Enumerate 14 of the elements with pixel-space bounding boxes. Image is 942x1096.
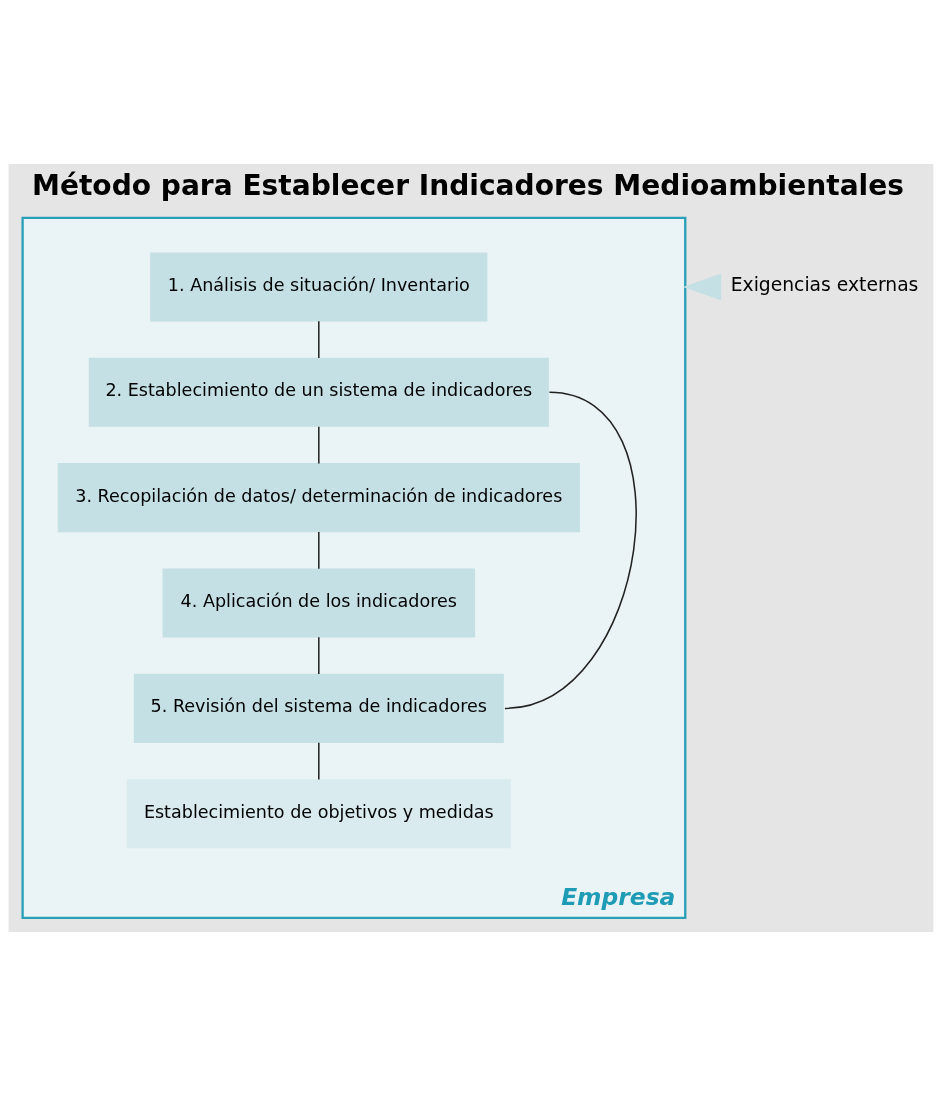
connector	[318, 425, 320, 465]
connector	[318, 636, 320, 675]
diagram-title: Método para Establecer Indicadores Medioambientales	[31, 168, 905, 202]
connector	[318, 741, 320, 781]
node-box: 4. Aplicación de los indicadores	[162, 568, 476, 638]
connector	[318, 320, 320, 359]
connector	[318, 531, 320, 570]
node-box: 2. Establecimiento de un sistema de indicadores	[88, 357, 549, 427]
connector	[504, 391, 637, 710]
node-box: 3. Recopilación de datos/ determinación de indicadores	[57, 463, 580, 533]
node-box: 1. Análisis de situación/ Inventario	[150, 252, 488, 322]
node-text: Exigencias externas	[730, 274, 919, 296]
node-box: 5. Revisión del sistema de indicadores	[133, 673, 504, 743]
node-box: Establecimiento de objetivos y medidas	[126, 779, 511, 849]
